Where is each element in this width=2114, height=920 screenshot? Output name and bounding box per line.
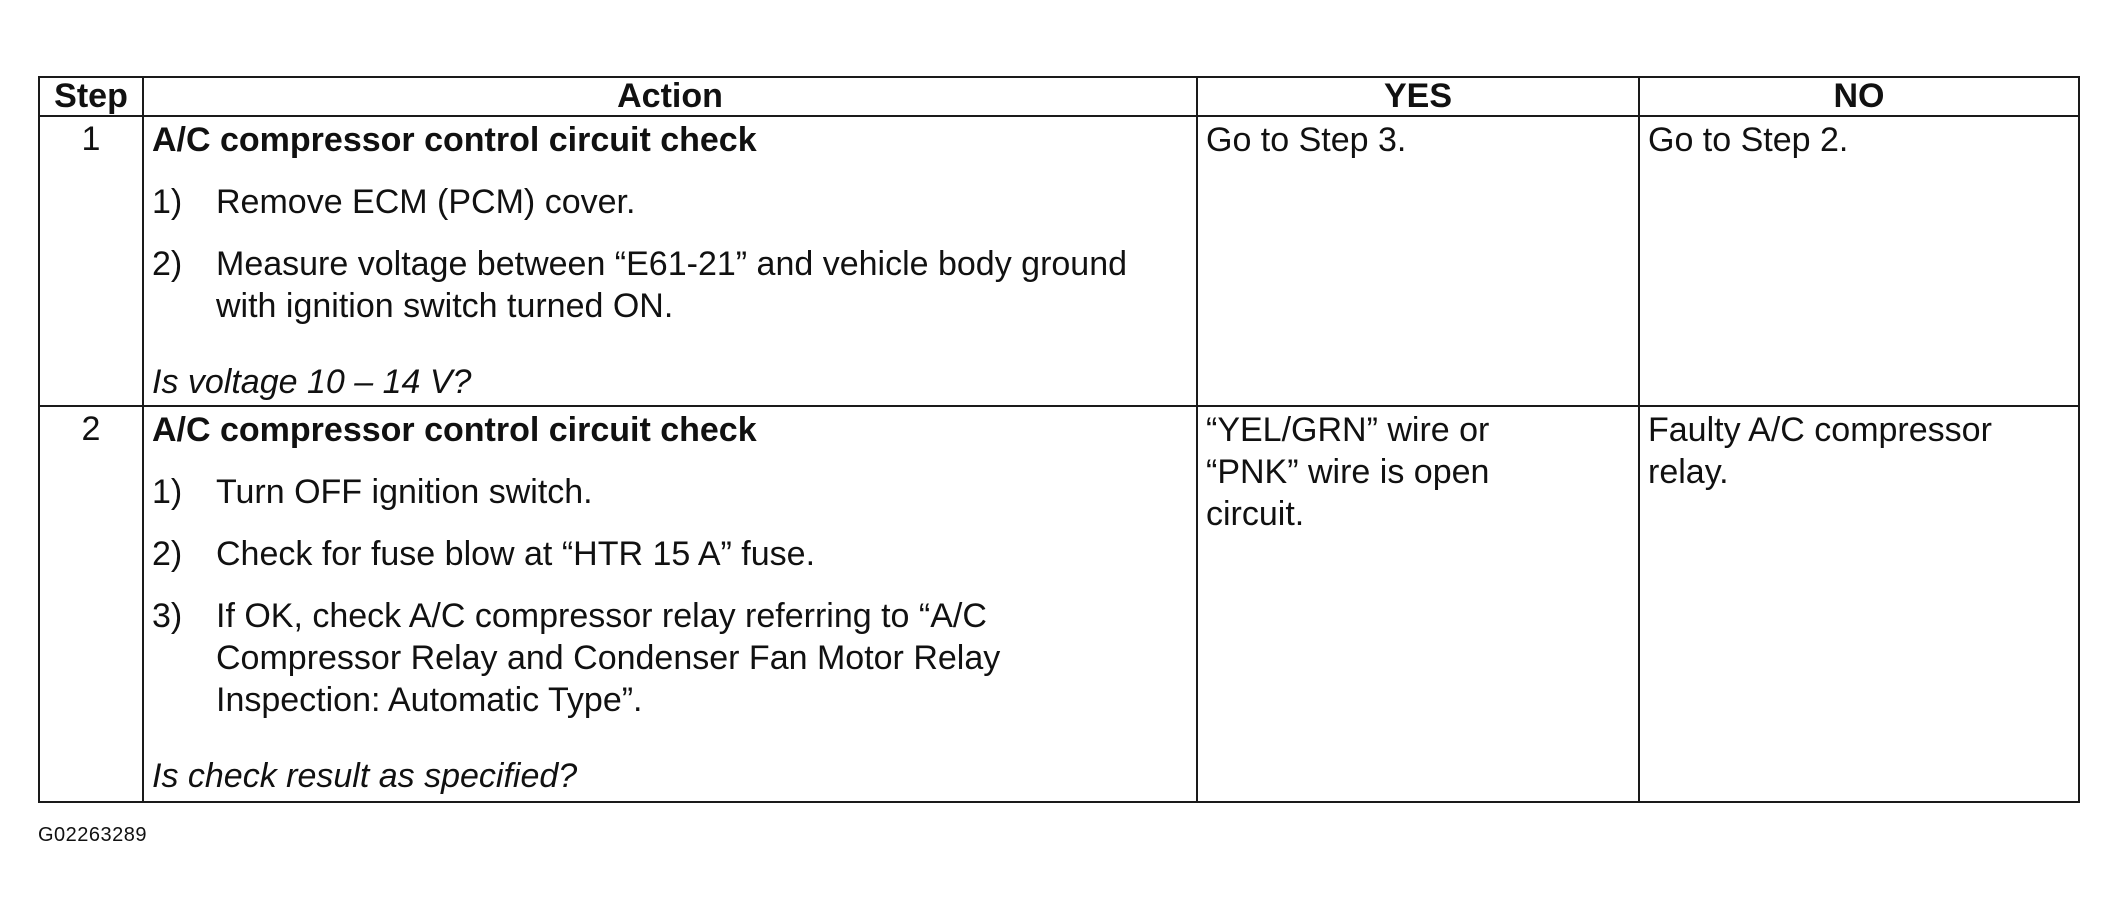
header-action: Action xyxy=(142,76,1198,117)
table-row: 2 A/C compressor control circuit check 1… xyxy=(38,405,2080,803)
no-result-text: Go to Step 2. xyxy=(1648,121,1849,159)
table-header-row: Step Action YES NO xyxy=(38,76,2080,117)
table-row: 1 A/C compressor control circuit check 1… xyxy=(38,115,2080,407)
substep-number: 1) xyxy=(152,473,183,511)
figure-code: G02263289 xyxy=(38,824,148,846)
substep-number: 3) xyxy=(152,597,183,635)
yes-result-text: “YEL/GRN” wire or “PNK” wire is open cir… xyxy=(1206,411,1490,533)
action-title: A/C compressor control circuit check xyxy=(152,411,757,449)
step-number: 2 xyxy=(38,405,144,803)
step-number: 1 xyxy=(38,115,144,407)
header-step: Step xyxy=(38,76,144,117)
yes-result-text: Go to Step 3. xyxy=(1206,121,1407,159)
substep-text: Remove ECM (PCM) cover. xyxy=(216,183,636,221)
substep: 2) Measure voltage between “E61-21” and … xyxy=(152,243,1192,327)
check-question: Is check result as specified? xyxy=(152,757,578,795)
action-cell: A/C compressor control circuit check 1) … xyxy=(142,115,1198,407)
yes-result: Go to Step 3. xyxy=(1196,115,1640,407)
diagnostic-table: Step Action YES NO 1 A/C compressor cont… xyxy=(38,76,2080,803)
substep: 3) If OK, check A/C compressor relay ref… xyxy=(152,595,1192,721)
header-yes: YES xyxy=(1196,76,1640,117)
substep: 1) Remove ECM (PCM) cover. xyxy=(152,181,1192,223)
substep-text: Measure voltage between “E61-21” and veh… xyxy=(216,245,1128,325)
substep-number: 1) xyxy=(152,183,183,221)
substep-text: Check for fuse blow at “HTR 15 A” fuse. xyxy=(216,535,816,573)
action-title: A/C compressor control circuit check xyxy=(152,121,757,159)
action-cell: A/C compressor control circuit check 1) … xyxy=(142,405,1198,803)
header-no: NO xyxy=(1638,76,2080,117)
no-result: Faulty A/C compressor relay. xyxy=(1638,405,2080,803)
substep-number: 2) xyxy=(152,535,183,573)
check-question: Is voltage 10 – 14 V? xyxy=(152,363,472,401)
substep-text: Turn OFF ignition switch. xyxy=(216,473,593,511)
substep-text: If OK, check A/C compressor relay referr… xyxy=(216,597,1001,719)
yes-result: “YEL/GRN” wire or “PNK” wire is open cir… xyxy=(1196,405,1640,803)
no-result: Go to Step 2. xyxy=(1638,115,2080,407)
no-result-text: Faulty A/C compressor relay. xyxy=(1648,411,1992,491)
substep: 1) Turn OFF ignition switch. xyxy=(152,471,1192,513)
substep: 2) Check for fuse blow at “HTR 15 A” fus… xyxy=(152,533,1192,575)
substep-number: 2) xyxy=(152,245,183,283)
